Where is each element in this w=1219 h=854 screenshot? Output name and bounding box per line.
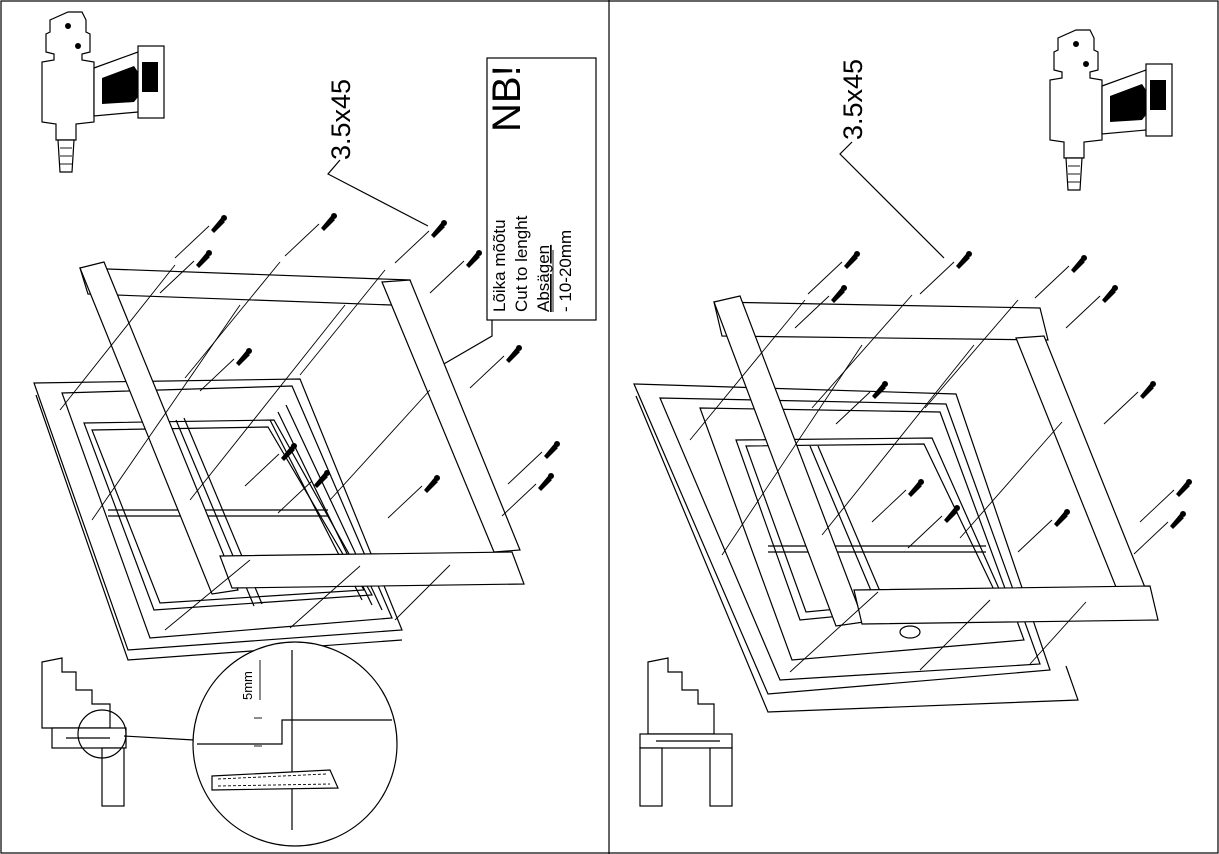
drill-icon xyxy=(41,11,165,173)
screw-size-label: 3.5x45 xyxy=(838,59,868,140)
detail-dimension-label: 5mm xyxy=(240,671,255,700)
note-line-4: - 10-20mm xyxy=(556,230,575,312)
screw-size-label: 3.5x45 xyxy=(326,79,356,160)
window-frame xyxy=(633,383,1079,713)
note-box: NB! Lõika mõõtu Cut to lenght Absägen - … xyxy=(429,57,597,373)
right-panel: 3.5x45 xyxy=(633,29,1193,807)
note-line-2: Cut to lenght xyxy=(512,215,531,312)
trim-boards xyxy=(79,261,525,595)
profile-section-icon xyxy=(639,657,733,807)
detail-magnifier: 5mm xyxy=(192,641,398,847)
trim-boards xyxy=(713,295,1159,627)
drill-icon xyxy=(1049,29,1173,191)
window-frame xyxy=(33,378,403,661)
screw-leader-line xyxy=(327,159,429,227)
left-panel: 3.5x45 NB! Lõika mõõtu Cut to lenght Abs… xyxy=(33,11,597,847)
screw-leader-line xyxy=(839,141,945,259)
note-line-3: Absägen xyxy=(534,245,553,312)
screw-guide-lines xyxy=(59,261,451,631)
screw-guide-lines xyxy=(689,294,1087,673)
note-heading: NB! xyxy=(485,65,529,132)
profile-section-icon xyxy=(41,657,195,807)
note-line-1: Lõika mõõtu xyxy=(490,219,509,312)
